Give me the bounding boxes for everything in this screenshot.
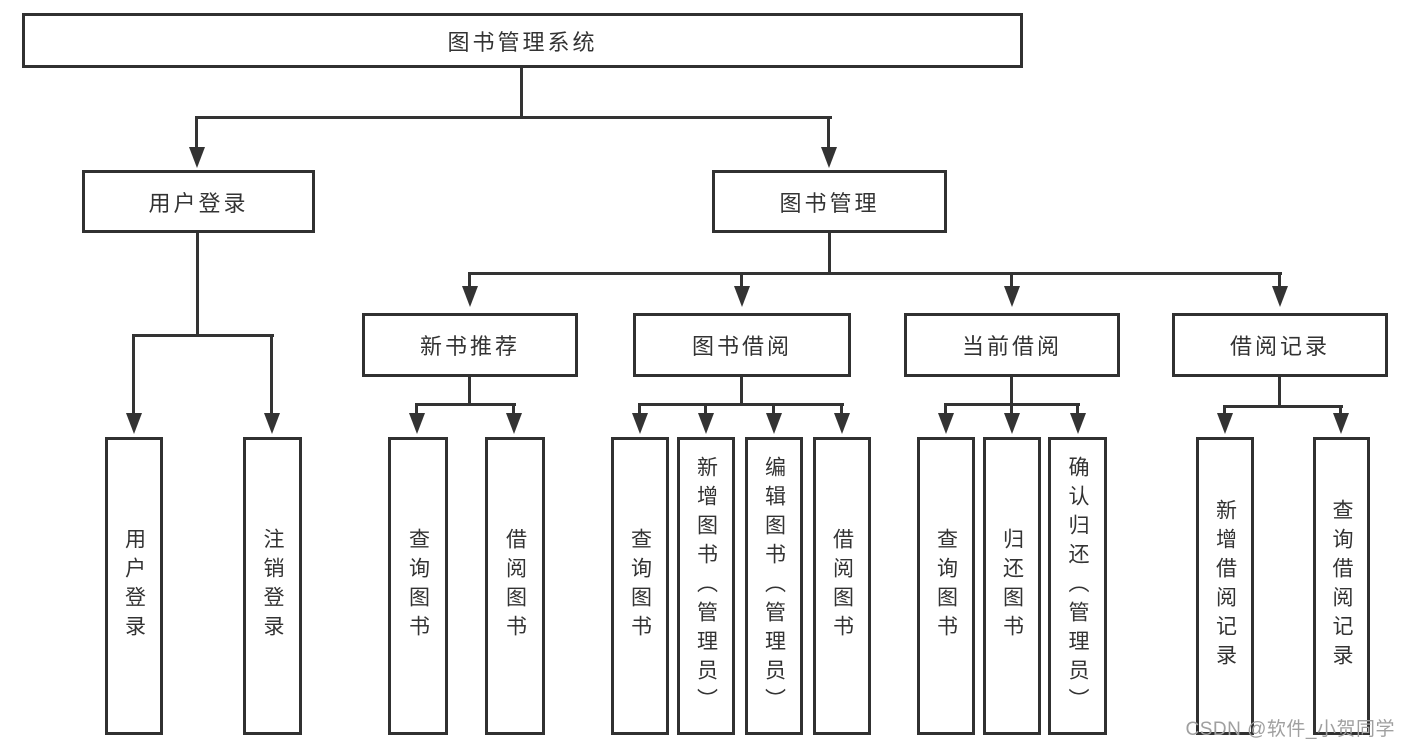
node-new-book-recommend-label: 新书推荐: [419, 334, 520, 359]
connector-l2-drop: [468, 272, 471, 288]
node-root-label: 图书管理系统: [447, 29, 598, 55]
node-borrow-record: 借阅记录: [1172, 313, 1388, 377]
arrow-down-icon: [734, 286, 750, 307]
connector-bb-stem: [740, 377, 743, 405]
connector-book-mgmt-stem: [828, 233, 831, 274]
leaf-bb-add-book: 新增图书（管理员）: [677, 437, 735, 735]
node-current-borrow: 当前借阅: [904, 313, 1120, 377]
arrow-down-icon: [938, 413, 954, 434]
arrow-down-icon: [1004, 413, 1020, 434]
node-user-login-label: 用户登录: [148, 190, 249, 216]
node-current-borrow-label: 当前借阅: [961, 334, 1062, 359]
arrow-down-icon: [409, 413, 425, 434]
connector-leaf-drop: [944, 403, 947, 415]
leaf-cb-return-book: 归还图书: [983, 437, 1041, 735]
connector-bb-bar: [638, 403, 844, 406]
leaf-bb-borrow-book: 借阅图书: [813, 437, 871, 735]
arrow-down-icon: [698, 413, 714, 434]
arrow-down-icon: [821, 147, 837, 168]
node-root: 图书管理系统: [22, 13, 1023, 68]
node-book-management-label: 图书管理: [779, 190, 880, 216]
connector-leaf-drop: [1076, 403, 1079, 415]
connector-user-login-bar: [132, 334, 274, 337]
connector-leaf-drop: [1010, 403, 1013, 415]
connector-leaf-drop: [704, 403, 707, 415]
connector-leaf-drop: [840, 403, 843, 415]
connector-book-mgmt-drop: [827, 116, 830, 152]
connector-l2-drop: [1278, 272, 1281, 288]
connector-leaf-drop: [1339, 405, 1342, 415]
leaf-nb-query-book-label: 查询图书: [406, 528, 430, 644]
leaf-br-add-record: 新增借阅记录: [1196, 437, 1254, 735]
leaf-br-query-record: 查询借阅记录: [1313, 437, 1370, 735]
arrow-down-icon: [1333, 413, 1349, 434]
leaf-user-login: 用户登录: [105, 437, 163, 735]
leaf-cb-query-book: 查询图书: [917, 437, 975, 735]
node-book-management: 图书管理: [712, 170, 947, 233]
connector-nb-stem: [468, 377, 471, 405]
arrow-down-icon: [632, 413, 648, 434]
connector-br-bar: [1223, 405, 1343, 408]
leaf-bb-query-book-label: 查询图书: [628, 528, 652, 644]
connector-level1-bar: [195, 116, 832, 119]
leaf-br-query-record-label: 查询借阅记录: [1330, 499, 1353, 673]
connector-leaf-drop: [1223, 405, 1226, 415]
arrow-down-icon: [1070, 413, 1086, 434]
connector-root-stem: [520, 68, 523, 119]
connector-level2-bar: [468, 272, 1282, 275]
watermark: CSDN @软件_小贺同学: [1185, 719, 1395, 740]
connector-leaf-drop: [772, 403, 775, 415]
leaf-user-login-label: 用户登录: [122, 528, 146, 644]
arrow-down-icon: [126, 413, 142, 434]
connector-leaf-drop: [638, 403, 641, 415]
arrow-down-icon: [1004, 286, 1020, 307]
leaf-br-add-record-label: 新增借阅记录: [1213, 499, 1237, 673]
arrow-down-icon: [506, 413, 522, 434]
arrow-down-icon: [189, 147, 205, 168]
arrow-down-icon: [264, 413, 280, 434]
connector-leaf-drop: [415, 403, 418, 415]
arrow-down-icon: [462, 286, 478, 307]
node-new-book-recommend: 新书推荐: [362, 313, 578, 377]
connector-leaf-drop: [132, 334, 135, 414]
node-borrow-record-label: 借阅记录: [1229, 334, 1330, 359]
leaf-bb-query-book: 查询图书: [611, 437, 669, 735]
arrow-down-icon: [766, 413, 782, 434]
connector-l2-drop: [1010, 272, 1013, 288]
leaf-cb-confirm-return: 确认归还（管理员）: [1048, 437, 1107, 735]
connector-nb-bar: [415, 403, 516, 406]
node-book-borrow-label: 图书借阅: [691, 334, 792, 359]
connector-l2-drop: [740, 272, 743, 288]
leaf-logout: 注销登录: [243, 437, 302, 735]
leaf-cb-confirm-return-label: 确认归还（管理员）: [1066, 455, 1089, 717]
leaf-cb-query-book-label: 查询图书: [934, 528, 958, 644]
leaf-logout-label: 注销登录: [261, 528, 284, 644]
node-book-borrow: 图书借阅: [633, 313, 851, 377]
arrow-down-icon: [834, 413, 850, 434]
arrow-down-icon: [1217, 413, 1233, 434]
arrow-down-icon: [1272, 286, 1288, 307]
connector-br-stem: [1278, 377, 1281, 407]
connector-user-login-drop: [195, 116, 198, 152]
connector-cb-stem: [1010, 377, 1013, 405]
leaf-nb-borrow-book-label: 借阅图书: [503, 528, 527, 644]
leaf-bb-add-book-label: 新增图书（管理员）: [694, 455, 718, 717]
leaf-nb-query-book: 查询图书: [388, 437, 448, 735]
leaf-cb-return-book-label: 归还图书: [1000, 528, 1024, 644]
leaf-bb-edit-book-label: 编辑图书（管理员）: [762, 455, 786, 717]
connector-leaf-drop: [270, 334, 273, 414]
leaf-bb-edit-book: 编辑图书（管理员）: [745, 437, 803, 735]
node-user-login: 用户登录: [82, 170, 315, 233]
leaf-bb-borrow-book-label: 借阅图书: [830, 528, 854, 644]
leaf-nb-borrow-book: 借阅图书: [485, 437, 545, 735]
connector-user-login-stem: [196, 233, 199, 336]
connector-leaf-drop: [512, 403, 515, 415]
